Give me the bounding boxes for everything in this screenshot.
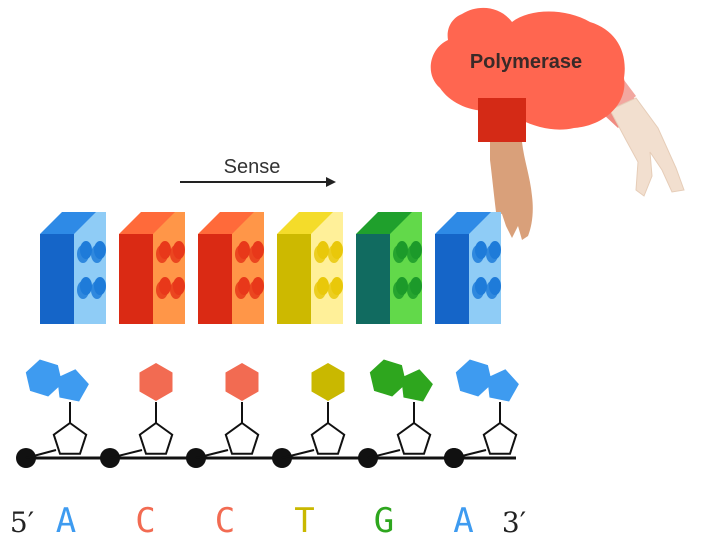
nucleotide-c xyxy=(100,363,174,468)
sugar-pentagon-icon xyxy=(310,421,346,455)
stud-icon xyxy=(475,277,487,295)
base-letters: 5′ 3′ A C C T G A xyxy=(10,501,526,541)
sugar-pentagon-icon xyxy=(482,421,518,455)
base-letter: A xyxy=(56,501,76,541)
stud-icon xyxy=(317,241,329,259)
pyrimidine-ring-icon xyxy=(139,363,173,401)
block-a xyxy=(435,212,501,324)
phosphate-node xyxy=(444,448,464,468)
back-hand-icon xyxy=(609,97,685,197)
sugar-link xyxy=(367,449,401,459)
base-letter: T xyxy=(294,501,314,541)
sugar-pentagon-icon xyxy=(396,421,432,455)
nucleotide-a xyxy=(444,359,519,468)
five-prime-label: 5′ xyxy=(10,506,34,539)
block-g xyxy=(356,212,422,324)
stud-icon xyxy=(317,277,329,295)
pyrimidine-ring-icon xyxy=(225,363,259,401)
stud-icon xyxy=(396,241,408,259)
pyrimidine-ring-icon xyxy=(311,363,345,401)
block-front xyxy=(435,234,469,324)
stud-icon xyxy=(80,277,92,295)
nucleotide-c xyxy=(186,363,260,468)
stud-icon xyxy=(410,241,422,259)
purine-ring-icon xyxy=(57,369,89,402)
stud-icon xyxy=(238,241,250,259)
stud-icon xyxy=(331,241,343,259)
front-hand-icon xyxy=(490,142,533,240)
nucleotide-t xyxy=(272,363,346,468)
stud-icon xyxy=(252,277,264,295)
sense-label: Sense xyxy=(224,156,281,178)
base-letter: C xyxy=(135,501,155,541)
polymerase: Polymerase xyxy=(430,7,685,240)
purine-ring-icon xyxy=(455,359,493,397)
stud-icon xyxy=(489,277,501,295)
stud-icon xyxy=(94,241,106,259)
purine-ring-icon xyxy=(369,359,407,397)
nucleotide-g xyxy=(358,359,433,468)
front-sleeve-icon xyxy=(478,98,526,142)
block-front xyxy=(119,234,153,324)
purine-ring-icon xyxy=(487,369,519,402)
stud-icon xyxy=(331,277,343,295)
sugar-link xyxy=(195,449,229,459)
block-front xyxy=(356,234,390,324)
purine-ring-icon xyxy=(25,359,63,397)
stud-icon xyxy=(475,241,487,259)
stud-icon xyxy=(173,241,185,259)
sugar-pentagon-icon xyxy=(52,421,88,455)
stud-icon xyxy=(94,277,106,295)
stud-icon xyxy=(238,277,250,295)
stud-icon xyxy=(80,241,92,259)
block-front xyxy=(40,234,74,324)
sugar-link xyxy=(281,449,315,459)
block-a xyxy=(40,212,106,324)
stud-icon xyxy=(159,241,171,259)
sugar-pentagon-icon xyxy=(224,421,260,455)
polymerase-label: Polymerase xyxy=(470,51,582,73)
stud-icon xyxy=(410,277,422,295)
sugar-pentagon-icon xyxy=(138,421,174,455)
dna-strand xyxy=(16,359,519,468)
stud-icon xyxy=(396,277,408,295)
block-c xyxy=(198,212,264,324)
stud-icon xyxy=(252,241,264,259)
block-t xyxy=(277,212,343,324)
stud-icon xyxy=(173,277,185,295)
stud-icon xyxy=(489,241,501,259)
base-letter: A xyxy=(453,501,473,541)
nucleotide-a xyxy=(16,359,89,468)
base-letter: G xyxy=(374,501,394,541)
block-front xyxy=(277,234,311,324)
base-letter: C xyxy=(215,501,235,541)
sense-arrow: Sense xyxy=(180,156,336,187)
block-front xyxy=(198,234,232,324)
sugar-link xyxy=(25,449,57,459)
nucleotide-blocks xyxy=(40,212,501,324)
block-c xyxy=(119,212,185,324)
three-prime-label: 3′ xyxy=(502,506,526,539)
stud-icon xyxy=(159,277,171,295)
purine-ring-icon xyxy=(401,369,433,402)
sugar-link xyxy=(109,449,143,459)
